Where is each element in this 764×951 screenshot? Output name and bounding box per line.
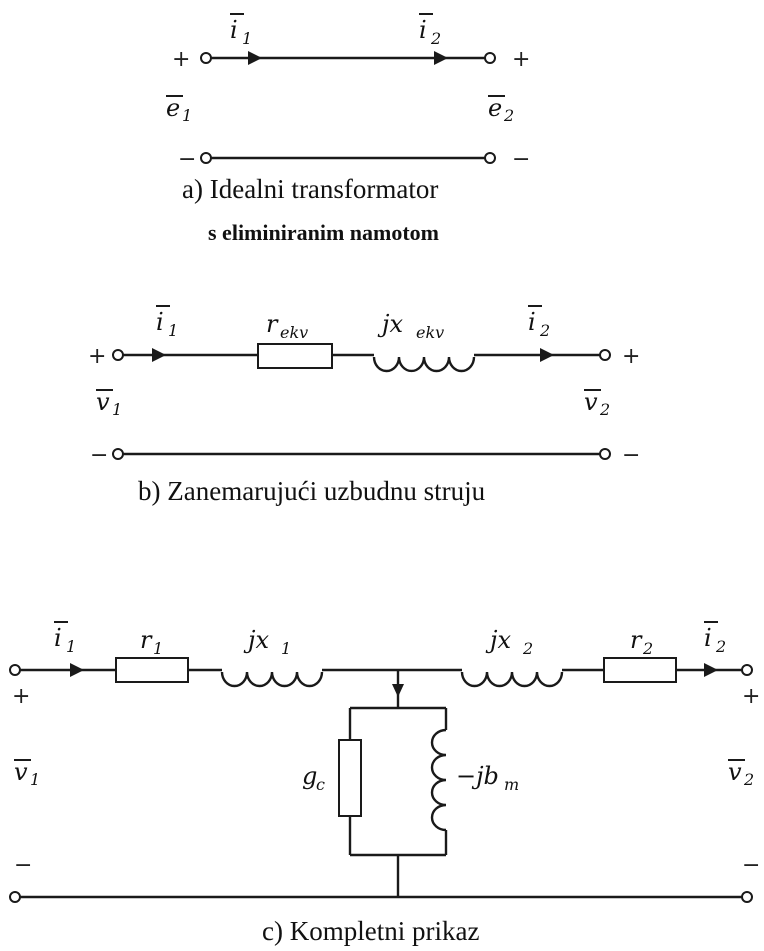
- panel-c-i1-sub: 1: [66, 637, 76, 656]
- panel-a-current-out-arrow: [434, 51, 448, 65]
- panel-c-plus-right: +: [742, 684, 760, 709]
- panel-c-plus-left: +: [12, 684, 30, 709]
- panel-a-e2-sub: 2: [503, 106, 514, 125]
- panel-c-r2-label: r: [630, 626, 643, 654]
- panel-b-r-ekv-label: r: [266, 310, 279, 338]
- panel-c-i1-label: i: [54, 624, 62, 652]
- panel-b-v1-sub: 1: [112, 400, 122, 419]
- panel-b-terminal-in-bottom[interactable]: [112, 448, 124, 460]
- panel-a-minus-right: −: [512, 147, 530, 172]
- panel-b-plus-left: +: [88, 344, 106, 369]
- panel-c-caption: c) Kompletni prikaz: [262, 916, 479, 946]
- panel-a-i1-sub: 1: [242, 29, 252, 48]
- panel-b-current-out-arrow: [540, 348, 554, 362]
- panel-b-i1-label: i: [156, 308, 164, 336]
- panel-b-i2-sub: 2: [539, 321, 550, 340]
- panel-c-excitation-arrow: [392, 684, 404, 697]
- panel-c-x2-sub: 2: [522, 639, 533, 658]
- panel-c-current-in-arrow: [70, 663, 84, 677]
- panel-a-e1-sub: 1: [182, 106, 192, 125]
- panel-b-v2-sub: 2: [599, 400, 610, 419]
- panel-c-x2-inductor: [460, 671, 564, 688]
- panel-c-bm-label: −jb: [456, 762, 499, 790]
- panel-a-caption-line1: a) Idealni transformator: [182, 174, 438, 204]
- panel-c-r1-resistor: [115, 657, 189, 683]
- panel-c-i2-label: i: [704, 624, 712, 652]
- panel-c-r1-sub: 1: [153, 639, 163, 658]
- panel-b-v1-label: v: [96, 388, 110, 416]
- panel-b-no-excitation: r ekv jx ekv i 1 i 2 v 1 v 2 + + − − b) …: [88, 305, 640, 506]
- panel-a-ideal-transformer: i 1 i 2 e 1 e 2 + + − − a) Idealni trans…: [166, 13, 530, 245]
- panel-c-gc-sub: c: [316, 775, 325, 794]
- panel-a-e1-label: e: [166, 94, 180, 122]
- panel-c-complete-circuit: r 1 jx 1 jx 2 r 2 g c −jb m i 1 i 2 v 1 …: [9, 621, 760, 946]
- panel-b-terminal-out-top[interactable]: [599, 349, 611, 361]
- panel-b-plus-right: +: [622, 344, 640, 369]
- panel-c-minus-right: −: [742, 853, 760, 878]
- panel-a-terminal-out-top[interactable]: [484, 52, 496, 64]
- panel-c-v2-label: v: [728, 758, 742, 786]
- panel-c-v1-sub: 1: [30, 770, 40, 789]
- panel-c-x1-sub: 1: [281, 639, 291, 658]
- panel-b-current-in-arrow: [152, 348, 166, 362]
- panel-c-x2-label: jx: [485, 626, 511, 654]
- panel-c-r2-resistor: [603, 657, 677, 683]
- panel-c-terminal-out-top[interactable]: [741, 664, 753, 676]
- panel-c-x1-inductor: [220, 671, 324, 688]
- panel-a-terminal-out-bottom[interactable]: [484, 152, 496, 164]
- panel-a-i2-sub: 2: [430, 29, 441, 48]
- panel-c-bm-inductor: [430, 728, 447, 832]
- panel-b-terminal-out-bottom[interactable]: [599, 448, 611, 460]
- panel-a-terminal-in-bottom[interactable]: [200, 152, 212, 164]
- panel-b-v2-label: v: [584, 388, 598, 416]
- panel-b-i1-sub: 1: [168, 321, 178, 340]
- panel-a-current-in-arrow: [248, 51, 262, 65]
- panel-b-x-ekv-label: jx: [377, 310, 403, 338]
- panel-a-i1-label: i: [230, 16, 238, 44]
- panel-c-gc-resistor: [338, 739, 362, 817]
- panel-c-i2-sub: 2: [715, 637, 726, 656]
- panel-b-minus-left: −: [90, 443, 108, 468]
- panel-b-r-ekv-sub: ekv: [280, 323, 308, 342]
- panel-c-current-out-arrow: [704, 663, 718, 677]
- panel-c-x1-label: jx: [243, 626, 269, 654]
- panel-c-r2-sub: 2: [642, 639, 653, 658]
- panel-c-terminal-out-bottom[interactable]: [741, 891, 753, 903]
- panel-b-minus-right: −: [622, 443, 640, 468]
- panel-c-v1-label: v: [14, 758, 28, 786]
- panel-a-e2-label: e: [488, 94, 502, 122]
- panel-c-r1-label: r: [140, 626, 153, 654]
- panel-b-terminal-in-top[interactable]: [112, 349, 124, 361]
- panel-a-plus-left: +: [172, 47, 190, 72]
- panel-b-caption: b) Zanemarujući uzbudnu struju: [138, 476, 486, 506]
- panel-c-gc-label: g: [302, 762, 317, 790]
- panel-c-minus-left: −: [14, 853, 32, 878]
- panel-a-plus-right: +: [512, 47, 530, 72]
- panel-c-bm-sub: m: [504, 775, 519, 794]
- panel-c-terminal-in-bottom[interactable]: [9, 891, 21, 903]
- panel-b-x-ekv-inductor: [372, 356, 476, 373]
- panel-a-caption-line2: s eliminiranim namotom: [208, 220, 439, 245]
- panel-b-r-ekv-resistor: [257, 343, 333, 369]
- panel-a-terminal-in-top[interactable]: [200, 52, 212, 64]
- panel-b-i2-label: i: [528, 308, 536, 336]
- panel-c-terminal-in-top[interactable]: [9, 664, 21, 676]
- panel-b-x-ekv-sub: ekv: [416, 323, 444, 342]
- panel-c-v2-sub: 2: [743, 770, 754, 789]
- panel-a-minus-left: −: [178, 147, 196, 172]
- panel-a-i2-label: i: [419, 16, 427, 44]
